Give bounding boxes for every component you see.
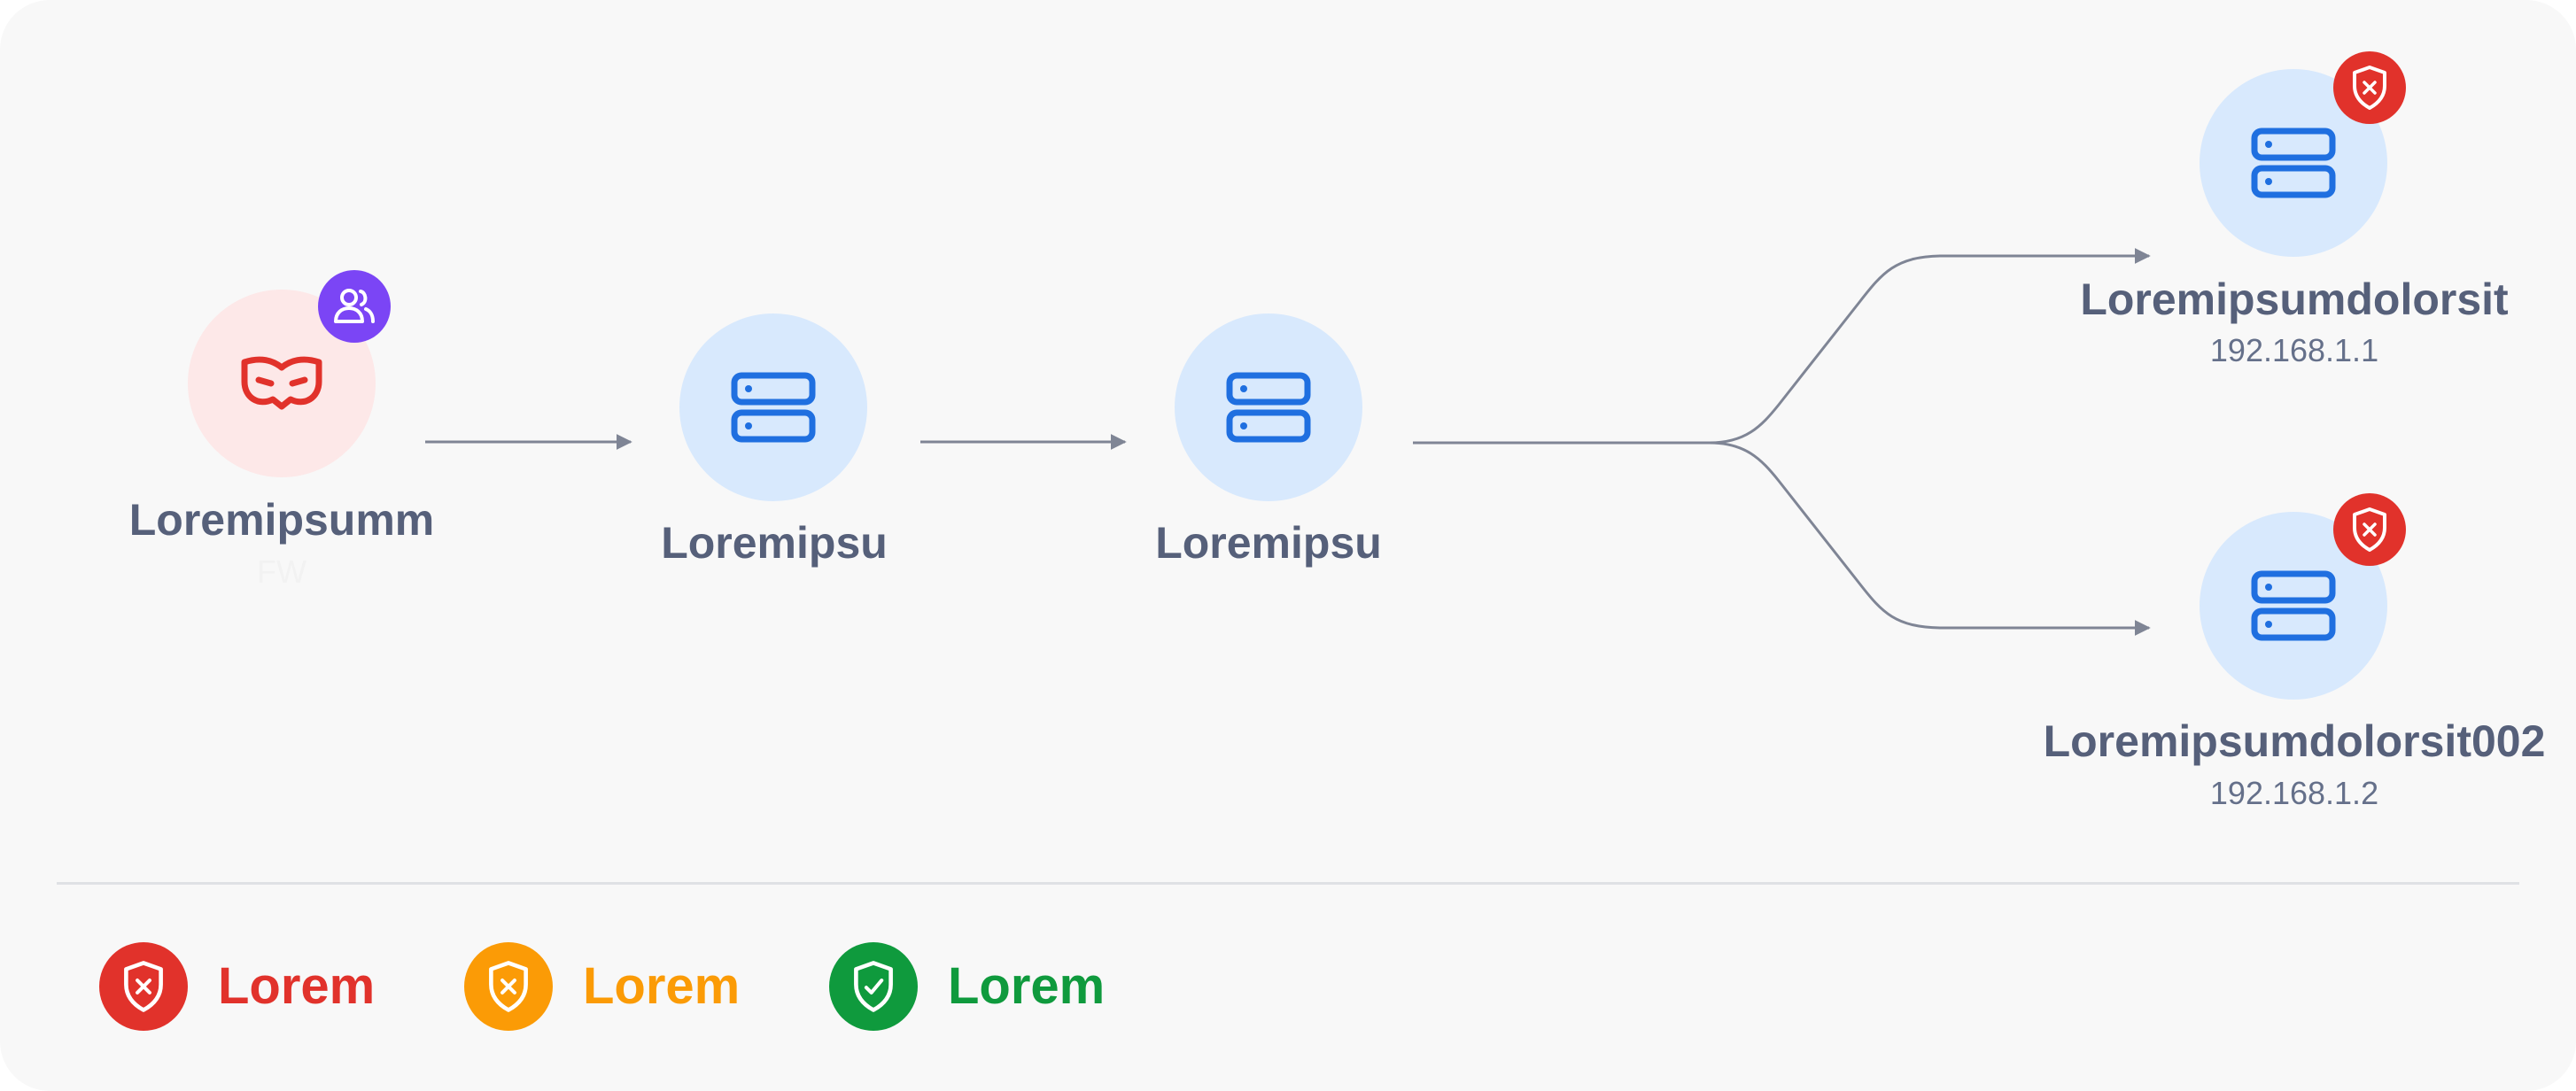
- edge-hop2-target1: [1413, 248, 2151, 445]
- legend-label-critical: Lorem: [218, 957, 376, 1015]
- legend-label-safe: Lorem: [948, 957, 1106, 1015]
- legend-item-critical: Lorem: [99, 942, 375, 1031]
- legend-icon-critical: [99, 942, 188, 1031]
- target1-badge: [2333, 51, 2406, 124]
- target1-label: Loremipsumdolorsit: [2080, 275, 2509, 324]
- hop1-label: Loremipsu: [661, 518, 888, 568]
- legend-item-safe: Lorem: [829, 942, 1105, 1031]
- source-badge: [318, 270, 391, 343]
- server-icon: [1226, 372, 1311, 443]
- shield-x-icon: [124, 961, 163, 1012]
- legend-label-warning: Lorem: [583, 957, 741, 1015]
- legend-divider: [57, 882, 2519, 885]
- server-icon: [731, 372, 816, 443]
- hop2-label: Loremipsu: [1155, 518, 1382, 568]
- target1-ip: 192.168.1.1: [2209, 332, 2379, 368]
- legend-item-warning: Lorem: [464, 942, 740, 1031]
- legend-icon-safe: [829, 942, 918, 1031]
- source-label: Loremipsumm: [128, 495, 435, 545]
- shield-check-icon: [854, 961, 893, 1012]
- legend-icon-warning: [464, 942, 553, 1031]
- users-icon: [334, 289, 375, 323]
- target2-ip: 192.168.1.2: [2209, 775, 2379, 811]
- shield-x-icon: [2353, 66, 2386, 110]
- hop2-node[interactable]: [1175, 313, 1362, 501]
- hop1-node[interactable]: [679, 313, 867, 501]
- target2-badge: [2333, 493, 2406, 566]
- server-icon: [2251, 128, 2336, 198]
- shield-x-icon: [489, 961, 528, 1012]
- shield-x-icon: [2353, 507, 2386, 552]
- server-icon: [2251, 570, 2336, 641]
- source-sublabel: FW: [257, 553, 306, 590]
- mask-icon: [241, 356, 322, 410]
- edge-hop2-target2: [1709, 441, 2151, 636]
- target2-label: Loremipsumdolorsit002: [2043, 716, 2546, 766]
